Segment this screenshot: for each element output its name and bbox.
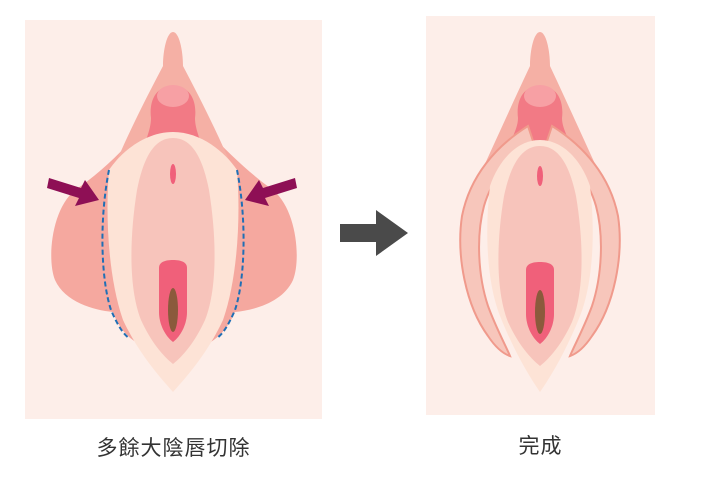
hood-top-shape: [524, 85, 556, 107]
clitoris-shape: [170, 164, 176, 184]
opening-inner-shape: [168, 288, 178, 332]
right-arrow-icon: [340, 210, 410, 256]
after-illustration-panel: [426, 16, 655, 415]
after-anatomy-illustration: [426, 16, 655, 415]
before-illustration-panel: [25, 20, 322, 419]
hood-top-shape: [157, 85, 189, 107]
before-caption: 多餘大陰唇切除: [25, 432, 322, 462]
opening-inner-shape: [535, 290, 545, 334]
clitoris-shape: [537, 166, 543, 186]
before-anatomy-illustration: [25, 20, 322, 419]
after-caption: 完成: [426, 430, 655, 460]
